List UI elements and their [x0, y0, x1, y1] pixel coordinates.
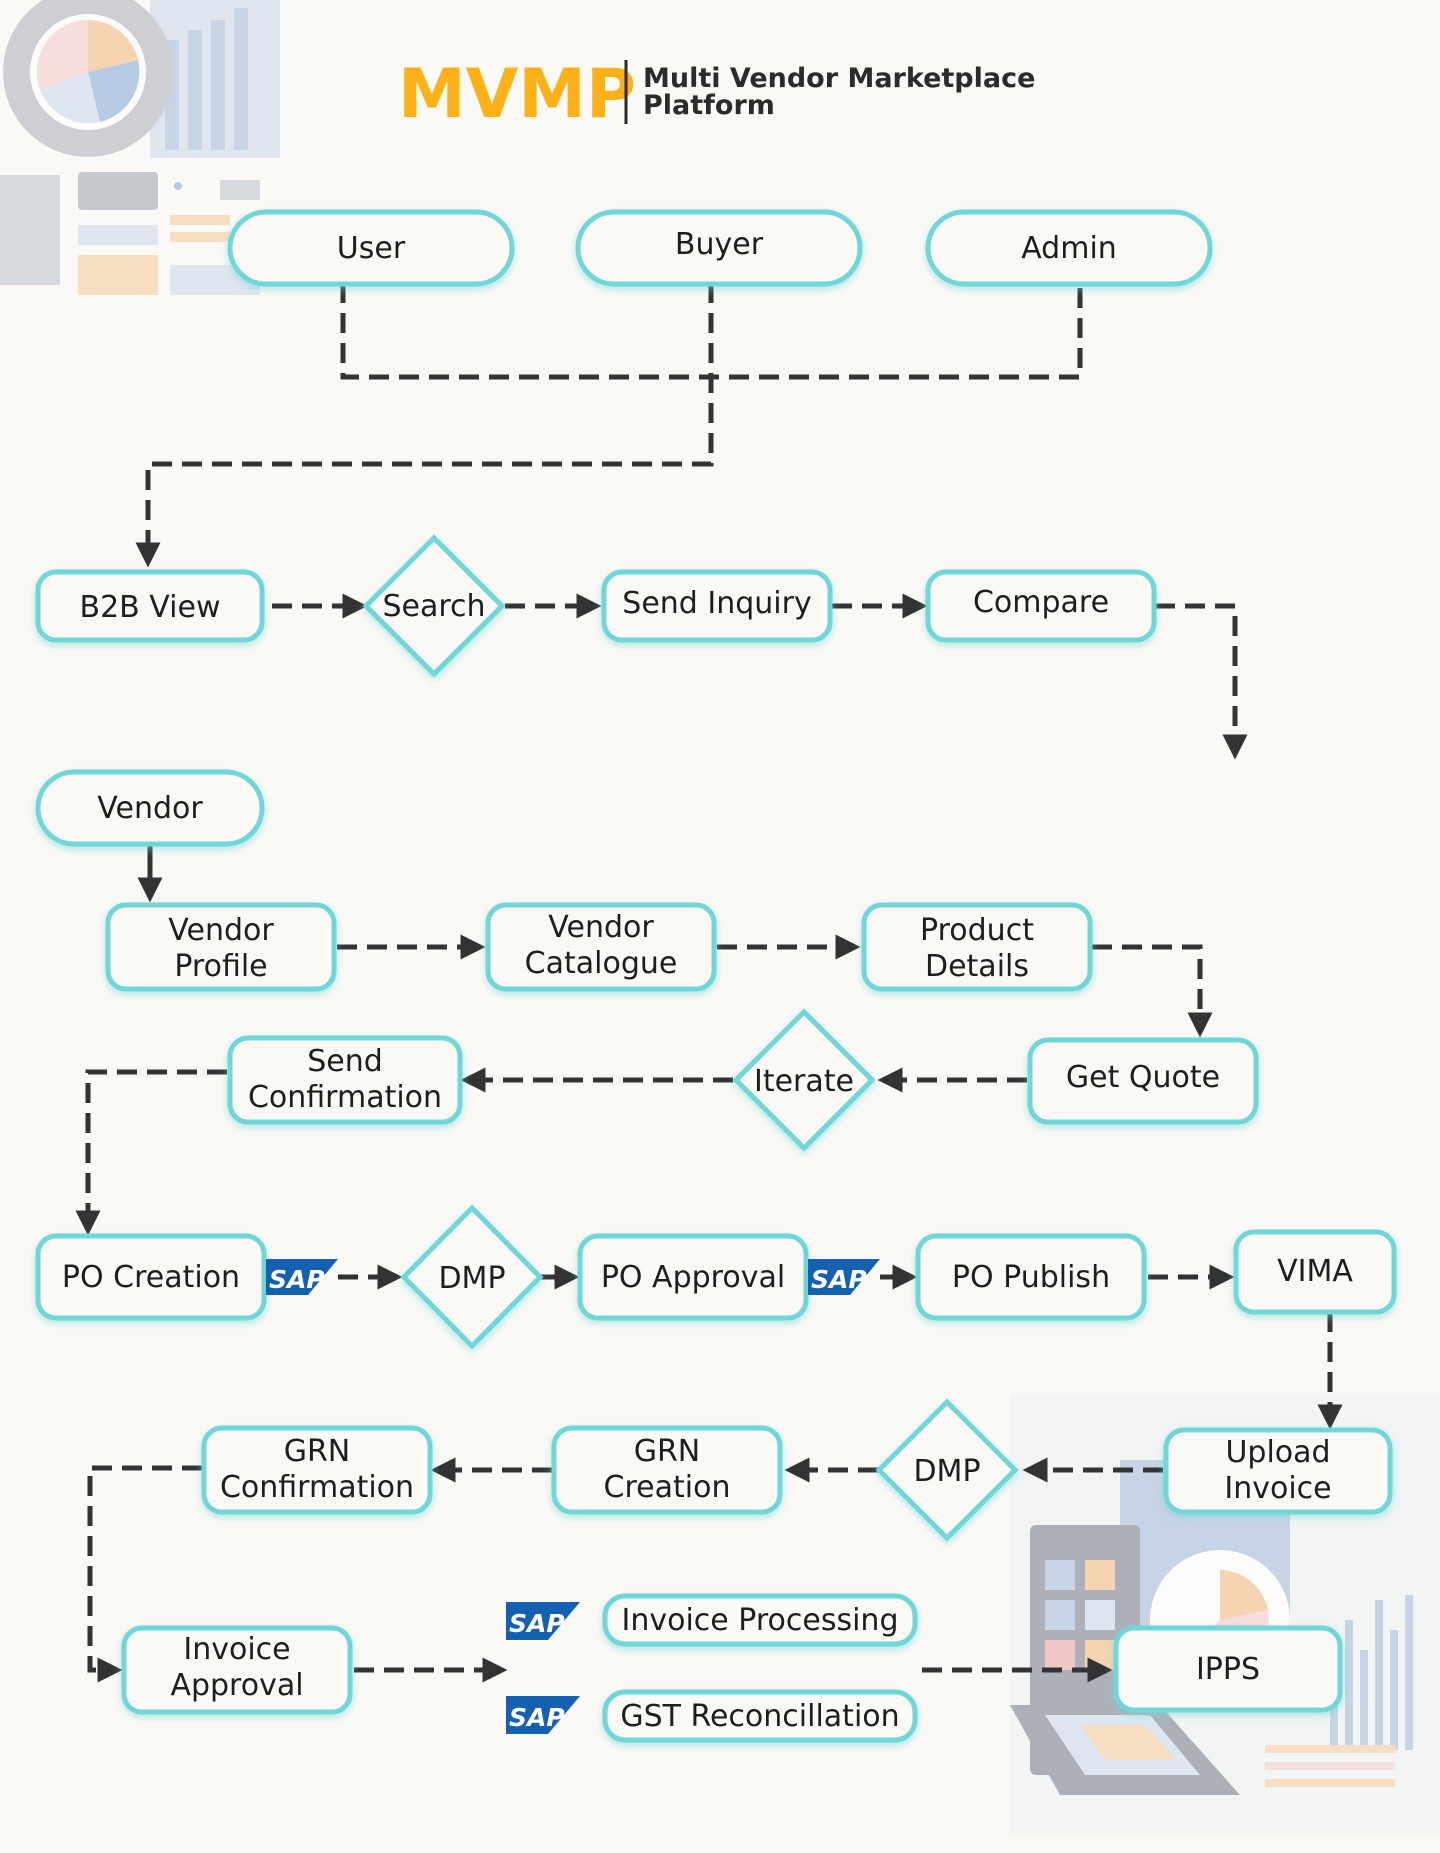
node-invoice-approval[interactable]: Invoice Approval	[121, 1625, 353, 1715]
connector-product-quote	[1092, 944, 1213, 1038]
node-upload-invoice-line2: Invoice	[1224, 1471, 1331, 1506]
svg-text:SAP: SAP	[509, 1609, 565, 1638]
node-grn-creation-line1: GRN	[634, 1434, 701, 1469]
logo: MVMP	[398, 55, 636, 134]
node-compare-label: Compare	[973, 585, 1109, 620]
node-po-publish[interactable]: PO Publish	[915, 1233, 1147, 1321]
node-dmp-2[interactable]: DMP	[875, 1398, 1019, 1542]
node-ipps-label: IPPS	[1196, 1652, 1260, 1687]
svg-text:SAP: SAP	[811, 1265, 867, 1294]
node-ipps[interactable]: IPPS	[1113, 1625, 1343, 1713]
svg-text:SAP: SAP	[509, 1703, 565, 1732]
node-vendor-profile[interactable]: Vendor Profile	[105, 902, 337, 992]
node-vendor-catalogue-line2: Catalogue	[525, 946, 678, 981]
node-get-quote[interactable]: Get Quote	[1027, 1037, 1259, 1125]
node-b2b-view[interactable]: B2B View	[35, 569, 265, 643]
node-invoice-processing-label: Invoice Processing	[622, 1603, 899, 1638]
node-product-details[interactable]: Product Details	[861, 902, 1093, 992]
node-search-label: Search	[382, 589, 485, 624]
node-buyer[interactable]: Buyer	[575, 209, 863, 287]
node-po-creation-label: PO Creation	[62, 1260, 240, 1295]
node-vendor-catalogue-line1: Vendor	[548, 910, 654, 945]
dashboard-illustration-top-left	[0, 0, 280, 295]
node-send-inquiry[interactable]: Send Inquiry	[601, 569, 833, 643]
node-send-confirmation-line2: Confirmation	[248, 1080, 442, 1115]
node-gst-reconcillation[interactable]: GST Reconcillation	[602, 1689, 918, 1743]
node-b2b-view-label: B2B View	[80, 590, 221, 625]
node-admin[interactable]: Admin	[925, 209, 1213, 287]
connector-compare-down	[1155, 603, 1248, 760]
connectors	[75, 283, 1343, 1683]
header-subtitle-line1: Multi Vendor Marketplace	[643, 63, 1035, 94]
node-vendor-label: Vendor	[97, 791, 203, 826]
node-product-details-line1: Product	[920, 913, 1034, 948]
node-grn-creation-line2: Creation	[604, 1470, 731, 1505]
node-po-creation[interactable]: PO Creation	[35, 1233, 267, 1321]
node-invoice-approval-line1: Invoice	[183, 1632, 290, 1667]
node-dmp-1-label: DMP	[438, 1261, 505, 1296]
node-upload-invoice-line1: Upload	[1225, 1435, 1330, 1470]
node-dmp-1[interactable]: DMP	[400, 1204, 544, 1350]
node-user-label: User	[337, 231, 406, 266]
sap-logo-icon: SAP	[506, 1602, 580, 1640]
node-send-confirmation-line1: Send	[307, 1044, 383, 1079]
node-iterate[interactable]: Iterate	[732, 1008, 876, 1152]
node-iterate-label: Iterate	[754, 1064, 854, 1099]
connector-buyer-join	[135, 283, 714, 568]
node-compare[interactable]: Compare	[925, 569, 1157, 643]
connector-confirmation-po	[75, 1069, 227, 1236]
node-upload-invoice[interactable]: Upload Invoice	[1163, 1427, 1393, 1515]
node-po-publish-label: PO Publish	[952, 1260, 1110, 1295]
node-vendor[interactable]: Vendor	[35, 769, 265, 847]
node-search[interactable]: Search	[362, 534, 506, 678]
svg-text:SAP: SAP	[269, 1265, 325, 1294]
node-grn-confirmation-line1: GRN	[284, 1434, 351, 1469]
nodes: User Buyer Admin B2B View Search Send In…	[35, 209, 1397, 1743]
connector-confirmation-invoice	[87, 1465, 202, 1683]
node-send-confirmation[interactable]: Send Confirmation	[227, 1035, 463, 1125]
sap-logo-icon: SAP	[266, 1259, 338, 1295]
node-vima-label: VIMA	[1277, 1254, 1353, 1289]
node-invoice-approval-line2: Approval	[170, 1668, 303, 1703]
header-subtitle-line2: Platform	[643, 90, 775, 121]
node-dmp-2-label: DMP	[913, 1454, 980, 1489]
node-product-details-line2: Details	[925, 949, 1029, 984]
node-grn-confirmation-line2: Confirmation	[220, 1470, 414, 1505]
node-grn-confirmation[interactable]: GRN Confirmation	[201, 1425, 433, 1515]
node-vima[interactable]: VIMA	[1233, 1229, 1397, 1315]
node-po-approval[interactable]: PO Approval	[577, 1233, 809, 1321]
node-grn-creation[interactable]: GRN Creation	[551, 1425, 783, 1515]
node-send-inquiry-label: Send Inquiry	[622, 586, 811, 621]
sap-badges: SAP SAP SAP SAP	[266, 1259, 880, 1734]
node-invoice-processing[interactable]: Invoice Processing	[602, 1593, 918, 1647]
node-admin-label: Admin	[1021, 231, 1117, 266]
sap-logo-icon: SAP	[506, 1696, 580, 1734]
node-vendor-catalogue[interactable]: Vendor Catalogue	[485, 902, 717, 992]
node-gst-reconcillation-label: GST Reconcillation	[620, 1699, 899, 1734]
node-buyer-label: Buyer	[675, 227, 764, 262]
node-get-quote-label: Get Quote	[1066, 1060, 1220, 1095]
sap-logo-icon: SAP	[808, 1259, 880, 1295]
node-po-approval-label: PO Approval	[601, 1260, 785, 1295]
node-vendor-profile-line2: Profile	[174, 949, 267, 984]
node-vendor-profile-line1: Vendor	[168, 913, 274, 948]
node-user[interactable]: User	[227, 209, 515, 287]
